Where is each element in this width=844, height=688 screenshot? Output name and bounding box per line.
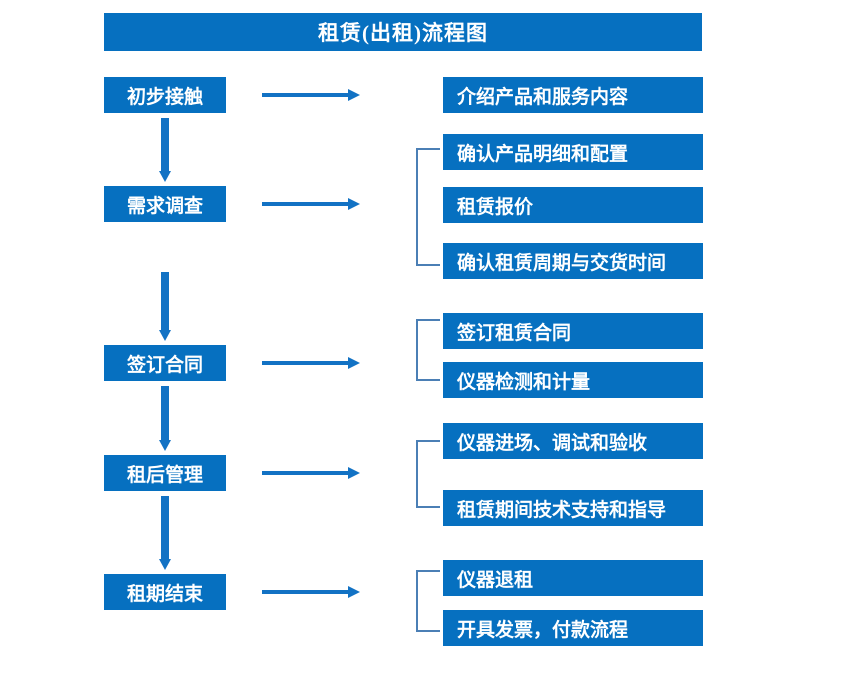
arrow-head-icon [348,89,360,101]
stage-box-4[interactable]: 租后管理 [104,455,226,491]
bracket-arm-top [418,570,440,572]
detail-box-1[interactable]: 介绍产品和服务内容 [443,77,703,113]
group-bracket-4 [416,570,440,632]
bracket-arm-top [418,319,440,321]
detail-box-9[interactable]: 仪器退租 [443,560,703,596]
flowchart-title: 租赁(出租)流程图 [104,13,702,51]
arrow-shaft [262,202,348,206]
arrow-shaft [262,471,348,475]
detail-arrow-right-4 [262,467,360,479]
arrow-head-icon [348,467,360,479]
detail-box-7[interactable]: 仪器进场、调试和验收 [443,423,703,459]
bracket-arm-top [418,440,440,442]
stage-box-5[interactable]: 租期结束 [104,574,226,610]
arrow-shaft [161,496,169,559]
arrow-shaft [262,361,348,365]
bracket-arm-bottom [418,264,440,266]
arrow-shaft [262,590,348,594]
detail-arrow-right-2 [262,198,360,210]
group-bracket-3 [416,440,440,508]
arrow-head-icon [159,559,171,570]
arrow-shaft [161,118,169,171]
detail-box-8[interactable]: 租赁期间技术支持和指导 [443,490,703,526]
arrow-head-icon [159,440,171,451]
detail-arrow-right-1 [262,89,360,101]
bracket-arm-top [418,148,440,150]
stage-box-3[interactable]: 签订合同 [104,345,226,381]
detail-box-6[interactable]: 仪器检测和计量 [443,362,703,398]
detail-arrow-right-5 [262,586,360,598]
flow-arrow-down-3 [159,386,171,451]
arrow-head-icon [159,171,171,182]
bracket-arm-bottom [418,630,440,632]
detail-box-3[interactable]: 租赁报价 [443,187,703,223]
arrow-head-icon [348,198,360,210]
detail-box-10[interactable]: 开具发票，付款流程 [443,610,703,646]
group-bracket-1 [416,148,440,266]
flow-arrow-down-1 [159,118,171,182]
detail-box-2[interactable]: 确认产品明细和配置 [443,134,703,170]
bracket-arm-bottom [418,379,440,381]
group-bracket-2 [416,319,440,381]
detail-box-4[interactable]: 确认租赁周期与交货时间 [443,243,703,279]
arrow-shaft [161,272,169,330]
arrow-head-icon [159,330,171,341]
detail-arrow-right-3 [262,357,360,369]
arrow-head-icon [348,586,360,598]
arrow-shaft [161,386,169,440]
arrow-shaft [262,93,348,97]
stage-box-1[interactable]: 初步接触 [104,77,226,113]
bracket-arm-bottom [418,506,440,508]
detail-box-5[interactable]: 签订租赁合同 [443,313,703,349]
flow-arrow-down-4 [159,496,171,570]
stage-box-2[interactable]: 需求调查 [104,186,226,222]
flow-arrow-down-2 [159,272,171,341]
arrow-head-icon [348,357,360,369]
